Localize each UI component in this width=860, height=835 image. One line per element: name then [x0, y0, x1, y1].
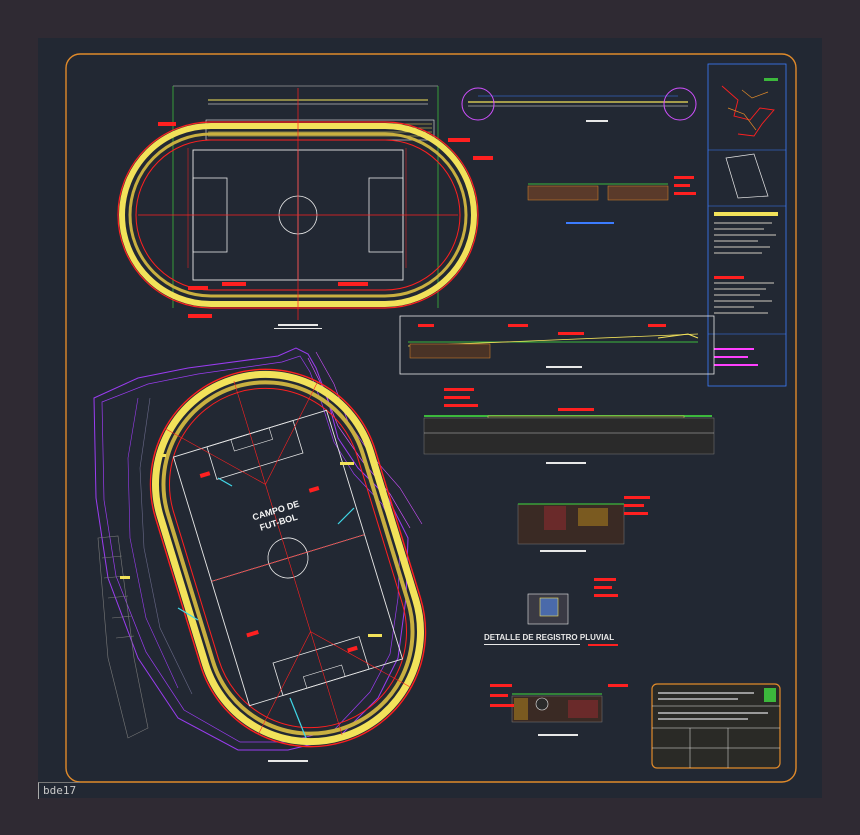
section-detail-5: DETALLE DE REGISTRO PLUVIAL	[484, 578, 618, 646]
section-detail-4	[517, 496, 650, 552]
section-detail-1	[527, 176, 696, 224]
detail-title: DETALLE DE REGISTRO PLUVIAL	[484, 633, 614, 642]
layout-tab[interactable]: bde17	[38, 782, 81, 799]
stadium-site-plan: CAMPO DE FUT-BOL	[93, 347, 427, 762]
section-detail-6	[490, 684, 628, 736]
cad-viewport[interactable]: CAMPO DE FUT-BOL	[38, 38, 822, 798]
cad-drawing: CAMPO DE FUT-BOL	[65, 53, 797, 783]
longitudinal-section	[461, 87, 697, 122]
section-detail-3	[423, 388, 715, 464]
sheet-frame	[65, 53, 797, 783]
title-block	[651, 683, 781, 769]
section-detail-2	[399, 315, 715, 375]
location-map-panel	[707, 63, 787, 387]
stadium-plan-top	[117, 85, 493, 329]
